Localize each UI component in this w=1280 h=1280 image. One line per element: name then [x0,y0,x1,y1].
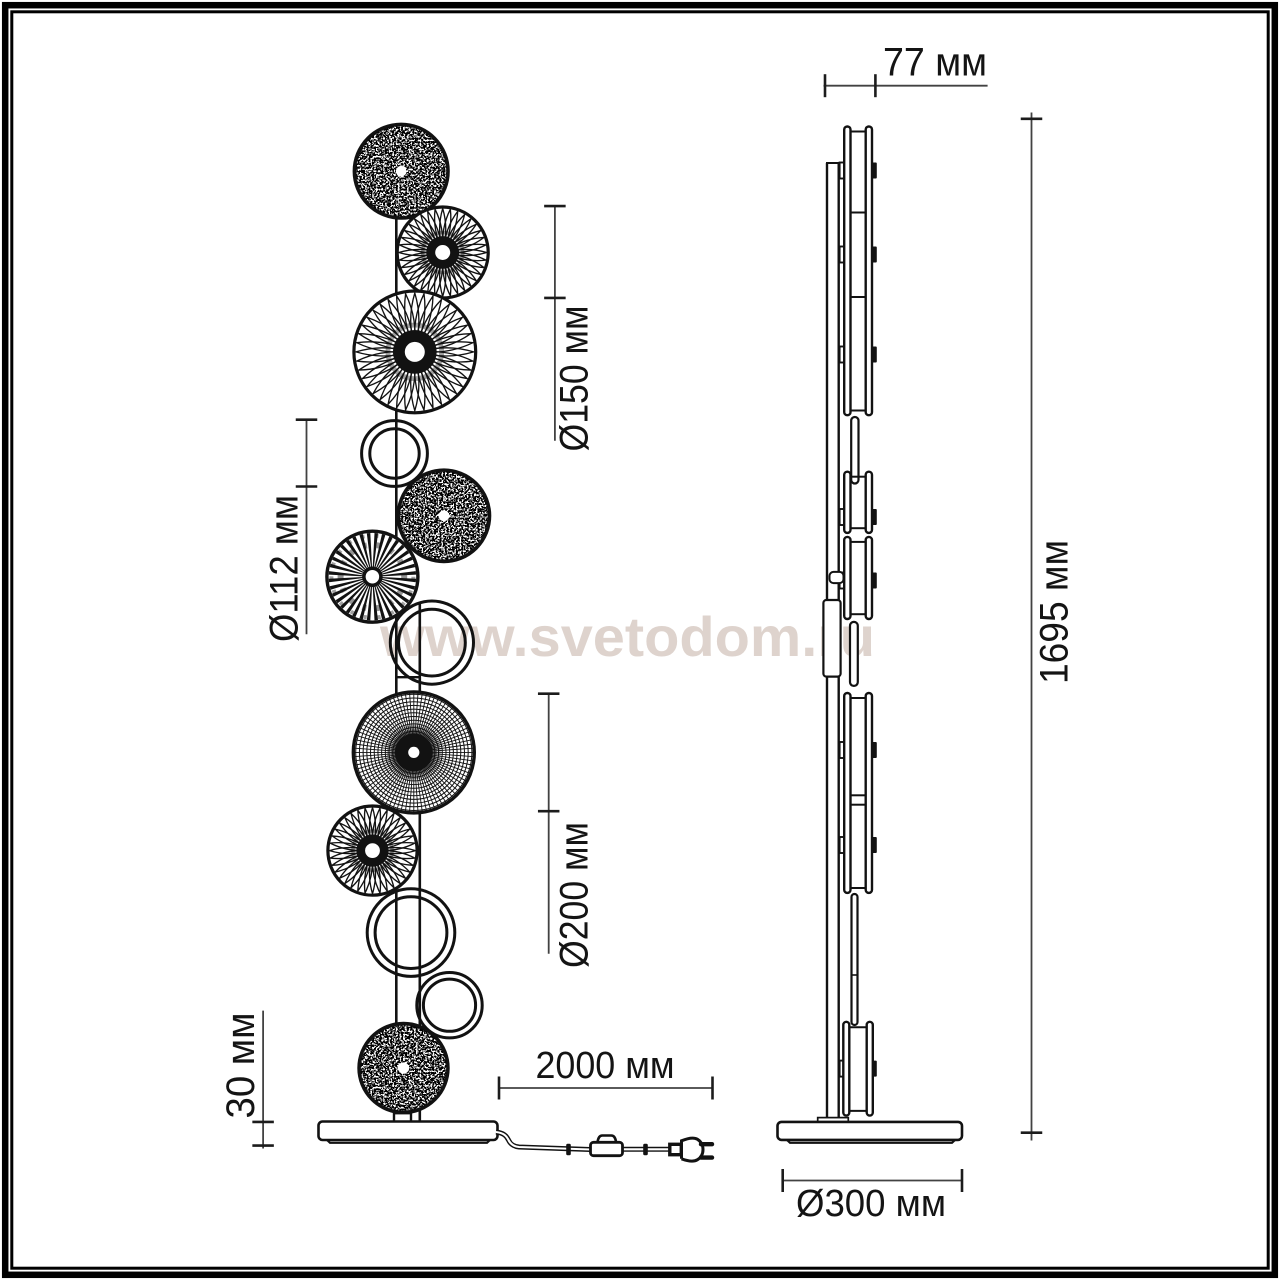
svg-text:www.svetodom.ru: www.svetodom.ru [379,605,875,668]
svg-text:2000 мм: 2000 мм [536,1045,675,1087]
svg-text:1695 мм: 1695 мм [1033,540,1077,684]
svg-text:Ø200 мм: Ø200 мм [553,822,597,968]
svg-text:30 мм: 30 мм [219,1013,263,1119]
svg-text:77 мм: 77 мм [883,41,987,85]
svg-text:Ø112 мм: Ø112 мм [263,495,307,642]
svg-text:Ø150 мм: Ø150 мм [553,306,597,452]
svg-text:Ø300 мм: Ø300 мм [796,1183,946,1225]
